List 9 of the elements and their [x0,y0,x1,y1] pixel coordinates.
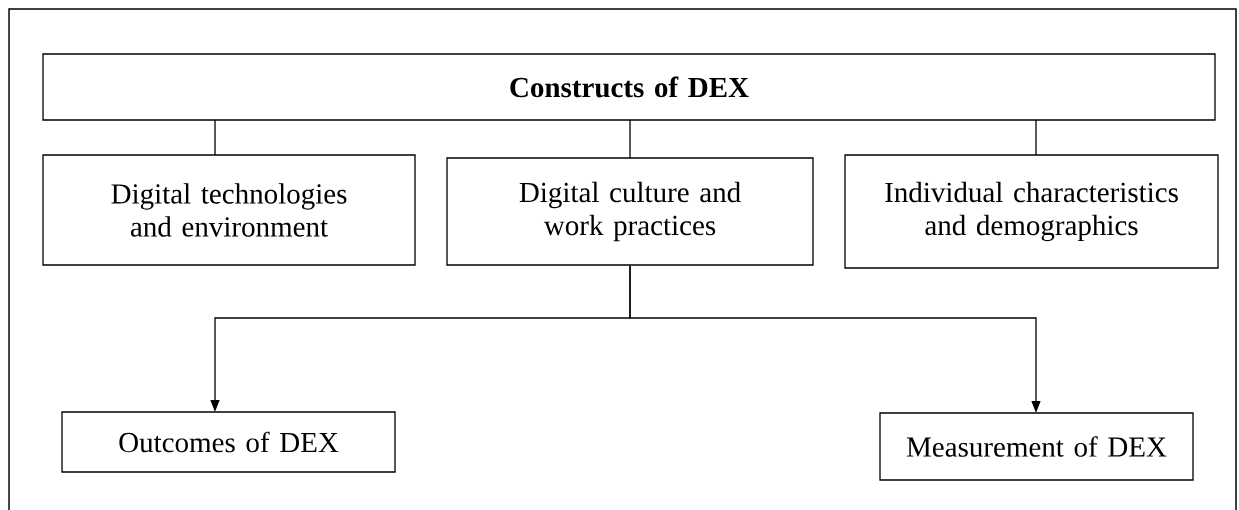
title-box: Constructs of DEX [42,53,1216,121]
construct-box: Digital technologies and environment [42,154,416,266]
connector-line [1035,119,1037,156]
connector-line [214,119,216,156]
connector-line [629,119,631,159]
construct-box: Outcomes of DEX [61,411,396,473]
construct-box: Individual characteristics and demographics [844,154,1219,269]
construct-box: Digital culture and work practices [446,157,814,266]
construct-box: Measurement of DEX [879,412,1194,481]
